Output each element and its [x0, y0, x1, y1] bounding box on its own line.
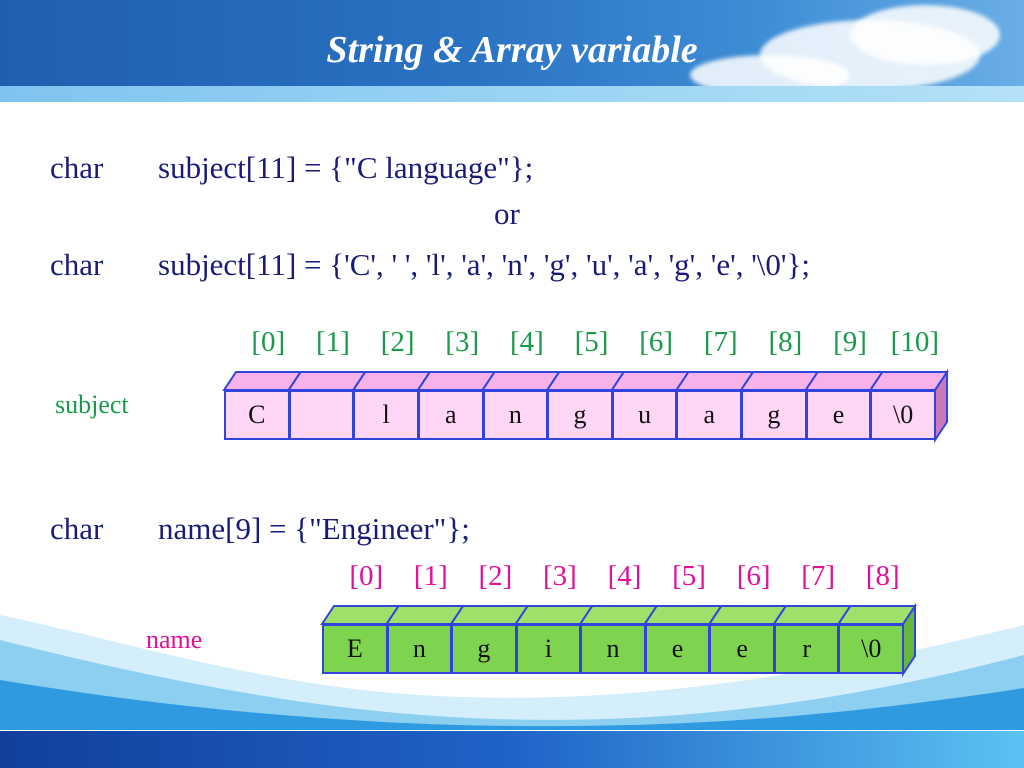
name-array-cell: E — [322, 624, 388, 674]
cloud-decoration — [850, 5, 1000, 65]
subject-index-label: [10] — [890, 326, 939, 358]
subject-index-label: [1] — [316, 326, 350, 358]
or-text: or — [494, 196, 520, 231]
name-array-cell: n — [386, 624, 453, 674]
subject-array-cell: e — [805, 390, 872, 440]
array-cell-top — [480, 371, 562, 391]
name-array-cell: e — [709, 624, 775, 674]
subject-index-label: [7] — [703, 326, 738, 358]
subject-array-label: subject — [55, 390, 129, 419]
subject-index-label: [6] — [639, 326, 674, 358]
array-cell-top — [416, 371, 497, 391]
name-index-label: [7] — [801, 560, 836, 592]
subject-index-label: [9] — [833, 326, 867, 358]
code-line3: name[9] = {"Engineer"}; — [158, 511, 470, 546]
name-array-cell: \0 — [838, 624, 904, 674]
subject-index-label: [4] — [509, 326, 544, 358]
array-cell-top — [351, 371, 432, 391]
array-cell-top — [609, 371, 691, 391]
array-cell-top — [739, 371, 820, 391]
code-type-line3: char — [50, 511, 104, 546]
slide-footer — [0, 731, 1024, 768]
subject-array-cell: C — [224, 390, 290, 440]
subject-array-cell: \0 — [870, 390, 936, 440]
subject-array-cell: u — [611, 390, 678, 440]
subject-index-label: [0] — [251, 326, 286, 358]
array-cell-top — [803, 371, 885, 391]
name-index-label: [6] — [736, 560, 771, 592]
name-array-cell: i — [515, 624, 582, 674]
array-side-face — [934, 368, 948, 444]
array-cell-top — [674, 371, 755, 391]
array-cell-top — [545, 371, 626, 391]
header-stripe — [0, 86, 1024, 102]
name-index-label: [1] — [413, 560, 448, 592]
code-line2: subject[11] = {'C', ' ', 'l', 'a', 'n', … — [158, 247, 810, 282]
code-type-line1: char — [50, 150, 104, 185]
subject-array-cell: a — [417, 390, 484, 440]
name-index-label: [3] — [543, 560, 577, 592]
subject-array-cell: a — [676, 390, 743, 440]
subject-array-cell — [288, 390, 355, 440]
subject-index-label: [5] — [574, 326, 609, 358]
code-line1: subject[11] = {"C language"}; — [158, 150, 534, 185]
slide-header: String & Array variable — [0, 0, 1024, 102]
subject-array-cell: g — [741, 390, 807, 440]
name-array-cell: g — [451, 624, 517, 674]
name-array-cell: r — [773, 624, 840, 674]
subject-array-cell: n — [482, 390, 549, 440]
name-index-label: [2] — [478, 560, 513, 592]
subject-index-label: [8] — [768, 326, 803, 358]
array-cell-top — [222, 371, 303, 391]
subject-index-label: [2] — [380, 326, 415, 358]
subject-array-cell: g — [547, 390, 613, 440]
name-index-label: [8] — [865, 560, 900, 592]
subject-array-cell: l — [353, 390, 419, 440]
code-type-line2: char — [50, 247, 104, 282]
name-index-label: [5] — [672, 560, 706, 592]
name-array-cell: n — [580, 624, 646, 674]
slide-title: String & Array variable — [326, 29, 698, 71]
array-cell-top — [286, 371, 368, 391]
array-cell-top — [868, 371, 949, 391]
name-index-label: [0] — [349, 560, 384, 592]
name-array-cell: e — [644, 624, 711, 674]
subject-index-label: [3] — [445, 326, 480, 358]
name-array-label: name — [146, 625, 203, 654]
wave-decoration — [0, 615, 1024, 730]
name-index-label: [4] — [607, 560, 642, 592]
